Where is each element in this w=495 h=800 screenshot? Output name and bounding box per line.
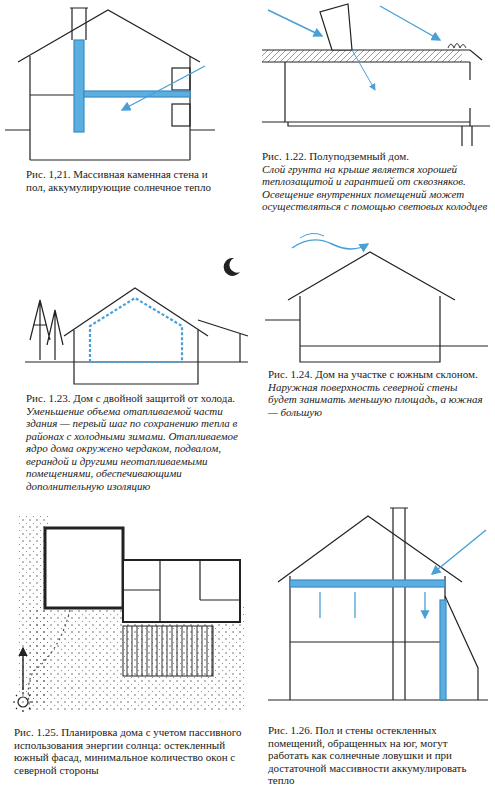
caption-body: Уменьшение объема отапливаемой части зда… [26, 405, 248, 493]
caption-body: Слой грунта на крыше является хорошей те… [262, 163, 488, 213]
figure-caption: Рис. 1.24. Дом на участке с южным склоно… [268, 368, 486, 418]
figure-caption: Рис. 1.23. Дом с двойной защитой от холо… [26, 392, 248, 492]
figure-caption: Рис. 1.26. Пол и стены остекленных помещ… [268, 724, 486, 787]
fig-1-23 [25, 288, 248, 384]
fig-1-24 [265, 233, 488, 362]
moon-symbol [224, 258, 240, 276]
fig-1-26 [268, 508, 488, 700]
figure-caption: Рис. 1,21. Массивная каменная стена и по… [26, 168, 218, 193]
figure-caption: Рис. 1.25. Планировка дома с учетом пасс… [14, 726, 252, 776]
caption-title: Рис. 1,21. Массивная каменная стена и по… [26, 168, 218, 193]
caption-body: Наружная поверхность северной стены буде… [268, 381, 486, 419]
caption-title: Рис. 1.26. Пол и стены остекленных помещ… [268, 724, 486, 787]
caption-title: Рис. 1.24. Дом на участке с южным склоно… [268, 368, 486, 381]
caption-title: Рис. 1.23. Дом с двойной защитой от холо… [26, 392, 248, 405]
caption-title: Рис. 1.22. Полуподземный дом. [262, 150, 488, 163]
fig-1-22 [262, 4, 490, 146]
fig-1-21 [5, 8, 215, 160]
caption-title: Рис. 1.25. Планировка дома с учетом пасс… [14, 726, 252, 776]
fig-1-25 [13, 515, 245, 712]
figure-caption: Рис. 1.22. Полуподземный дом.Слой грунта… [262, 150, 488, 213]
